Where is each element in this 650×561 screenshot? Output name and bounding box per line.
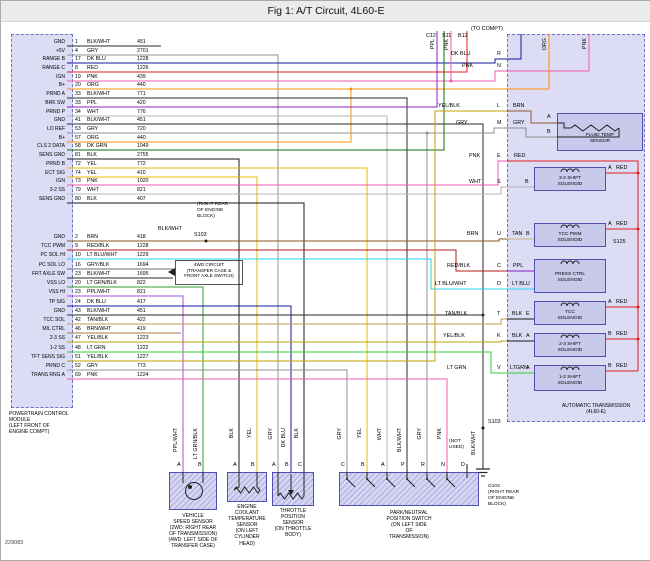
shift-solenoid-12-box <box>534 365 606 391</box>
wire-gry <box>67 127 557 138</box>
coil-symbol <box>560 366 580 371</box>
coil-symbol <box>560 260 580 265</box>
tcc-pwm-solenoid-box <box>534 223 606 247</box>
wire-redblk <box>67 249 507 272</box>
splice-dot <box>636 305 640 309</box>
shift-solenoid-23-box <box>534 333 606 357</box>
splice-dot <box>636 337 640 341</box>
shift-solenoid-32-box <box>534 167 606 191</box>
switch-contact-symbol <box>446 478 456 488</box>
wire-gry <box>67 54 279 472</box>
symbol-lead <box>557 128 620 138</box>
splice-dot <box>425 131 429 135</box>
wire-ltgrnblk <box>67 286 204 472</box>
vss-pickup-symbol <box>185 482 203 500</box>
wire-tanblk <box>67 318 507 325</box>
wire-wht <box>67 186 534 195</box>
ect-sensor-box <box>227 472 267 502</box>
wire-yelblk <box>67 340 507 343</box>
switch-contact-symbol <box>426 478 436 488</box>
splice-dot <box>636 227 640 231</box>
note-arrow-icon <box>168 268 175 276</box>
wire-ltgrn <box>67 351 507 374</box>
thermistor-symbol <box>570 124 620 132</box>
splice-dot <box>636 171 640 175</box>
pnp-switch-box <box>339 472 479 506</box>
drawing-number: 229083 <box>5 540 24 546</box>
symbol-lead <box>256 472 261 491</box>
wire-brn <box>67 238 507 242</box>
coil-symbol <box>560 334 580 339</box>
wiper-arrow-icon <box>288 490 294 495</box>
vss-pickup-dot <box>188 485 192 489</box>
wire-ppl <box>67 31 438 108</box>
tcc-solenoid-box <box>534 301 606 325</box>
wire-blk <box>67 158 240 472</box>
awd-note-box <box>175 260 243 285</box>
wire-dkblu <box>67 305 292 472</box>
fluid-temp-sensor-box <box>557 113 643 151</box>
pressure-control-solenoid-box <box>534 259 606 293</box>
wire-org <box>67 34 550 90</box>
splice-dot <box>204 239 208 243</box>
wire-ltbluwht <box>67 258 507 290</box>
pcm-box <box>11 34 73 408</box>
figure-title: Fig 1: A/T Circuit, 4L60-E <box>1 1 650 22</box>
switch-contact-symbol <box>366 478 376 488</box>
wire-gry <box>67 369 348 472</box>
tps-box <box>272 472 314 506</box>
wire-pnk <box>67 378 448 472</box>
wire-dkgrn <box>67 31 445 151</box>
coil-symbol <box>560 168 580 173</box>
splice-dot <box>449 79 453 83</box>
wire-dkblu <box>67 34 522 64</box>
wire-pnk <box>67 160 507 186</box>
coil-symbol <box>560 224 580 229</box>
wire-blk <box>67 202 305 472</box>
wire-red <box>67 31 468 73</box>
wire-yelblk <box>67 110 507 362</box>
wire-pnk <box>67 34 590 82</box>
wire-yel <box>67 176 258 472</box>
wire-blkwht <box>67 97 408 472</box>
wire-wht <box>67 115 388 472</box>
wire-yel <box>67 167 368 472</box>
splice-dot <box>481 313 485 317</box>
symbol-lead <box>557 122 571 129</box>
wire-red <box>507 160 639 371</box>
resistor-symbol <box>277 492 305 500</box>
symbol-lead <box>233 472 240 491</box>
wire-blkwht <box>67 123 484 469</box>
wire-brn <box>507 110 557 124</box>
switch-contact-symbol <box>346 478 356 488</box>
splice-dot <box>481 426 485 430</box>
switch-contact-symbol <box>406 478 416 488</box>
splice-dot <box>349 87 353 91</box>
wire-pplwht <box>67 295 184 472</box>
vss-box <box>169 472 217 510</box>
switch-contact-symbol <box>386 478 396 488</box>
coil-symbol <box>560 302 580 307</box>
